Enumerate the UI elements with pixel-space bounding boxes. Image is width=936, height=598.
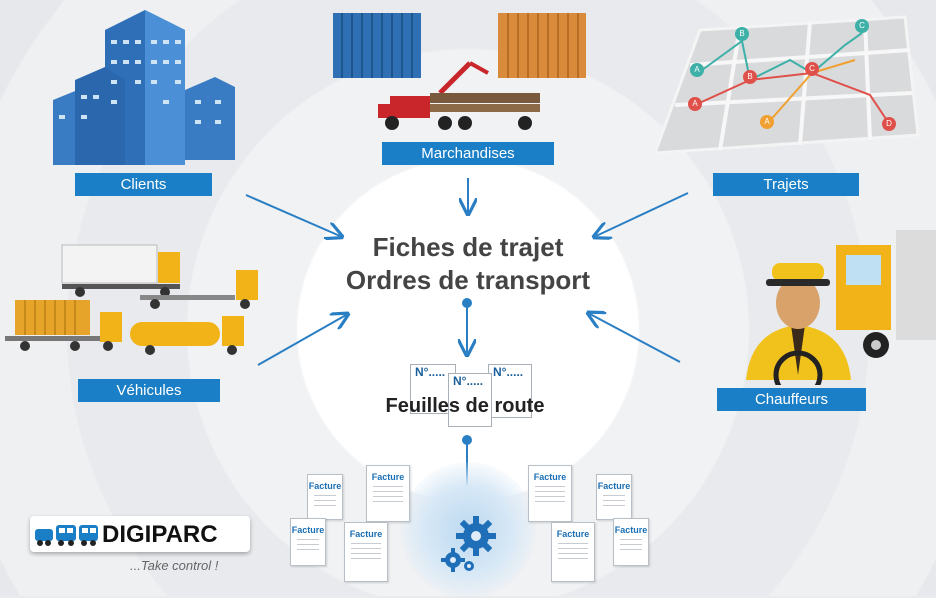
- map-marker: A: [690, 63, 704, 77]
- invoice-title: Facture: [291, 525, 325, 535]
- invoice-title: Facture: [371, 472, 405, 482]
- invoice-document: Facture: [596, 474, 632, 520]
- route-map-illustration: [652, 15, 920, 155]
- map-marker: B: [743, 70, 757, 84]
- gears-icon: [441, 516, 496, 572]
- vehicles-illustration: [5, 244, 258, 355]
- label-marchandises: Marchandises: [382, 142, 554, 165]
- map-marker: D: [882, 117, 896, 131]
- map-marker: B: [735, 27, 749, 41]
- invoice-document: Facture: [528, 465, 572, 522]
- map-marker: C: [805, 62, 819, 76]
- driver-illustration: [746, 230, 936, 385]
- invoice-title: Facture: [556, 529, 590, 539]
- invoice-title: Facture: [614, 525, 648, 535]
- invoice-title: Facture: [308, 481, 342, 491]
- route-sheet: N°.....: [448, 373, 492, 427]
- logo-tagline: ...Take control !: [130, 558, 219, 573]
- vehicles-logo-icon: [35, 525, 98, 546]
- buildings-illustration: [53, 10, 235, 165]
- invoice-title: Facture: [533, 472, 567, 482]
- label-vehicules: Véhicules: [78, 379, 220, 402]
- invoice-document: Facture: [290, 518, 326, 566]
- map-marker: A: [760, 115, 774, 129]
- route-sheet-number: N°.....: [453, 374, 484, 388]
- title-fiches-de-trajet: Fiches de trajet: [372, 232, 564, 262]
- route-sheet: N°.....: [488, 364, 532, 418]
- cargo-illustration: [333, 13, 586, 130]
- arrow-chauffeurs: [590, 314, 681, 363]
- digiparc-logo: DIGIPARC: [30, 516, 250, 552]
- arrow-vehicules: [257, 315, 346, 366]
- logo-name: DIGIPARC: [102, 521, 218, 548]
- map-marker: C: [855, 19, 869, 33]
- arrow-trajets: [596, 192, 689, 236]
- invoice-document: Facture: [613, 518, 649, 566]
- invoice-document: Facture: [307, 474, 343, 520]
- title-ordres-de-transport: Ordres de transport: [345, 265, 591, 295]
- invoice-title: Facture: [597, 481, 631, 491]
- invoice-document: Facture: [344, 522, 388, 582]
- invoice-title: Facture: [349, 529, 383, 539]
- map-markers: A B C B C A A D: [650, 5, 920, 160]
- node-dot: [462, 298, 472, 308]
- invoice-document: Facture: [366, 465, 410, 522]
- invoice-document: Facture: [551, 522, 595, 582]
- node-dot: [462, 435, 472, 445]
- label-clients: Clients: [75, 173, 212, 196]
- label-chauffeurs: Chauffeurs: [717, 388, 866, 411]
- arrow-clients: [245, 194, 340, 236]
- feuilles-de-route-title: Feuilles de route: [385, 395, 545, 417]
- route-sheet-number: N°.....: [415, 365, 446, 379]
- label-trajets: Trajets: [713, 173, 859, 196]
- map-marker: A: [688, 97, 702, 111]
- route-sheet-number: N°.....: [493, 365, 524, 379]
